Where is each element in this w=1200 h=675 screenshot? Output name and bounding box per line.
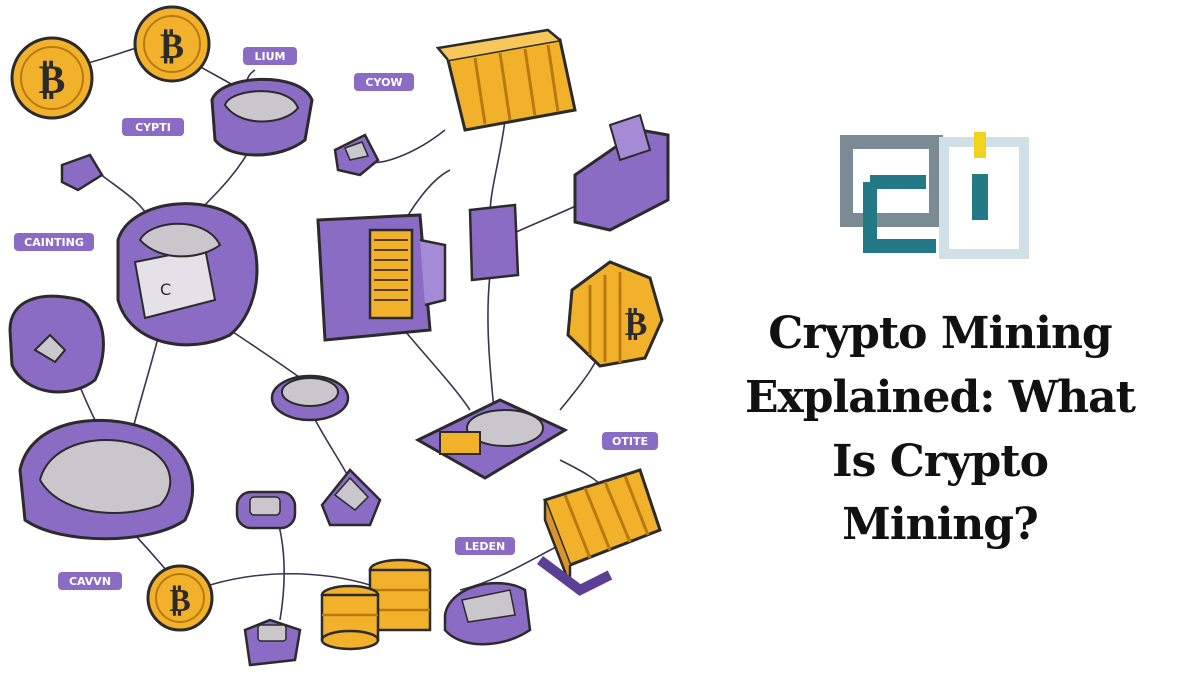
purple-block-icon [573, 113, 670, 232]
svg-text:CYPTI: CYPTI [135, 121, 171, 134]
label-caining: CAINTING [14, 233, 94, 251]
ore-rock-icon [333, 133, 380, 177]
svg-text:OTITE: OTITE [612, 435, 648, 448]
gold-container-icon [435, 28, 577, 132]
title-line-3: Is Crypto [832, 435, 1049, 487]
ei-logo [839, 130, 1030, 260]
ore-rock-icon [443, 581, 532, 646]
svg-text:CAVVN: CAVVN [69, 575, 111, 588]
label-otite: OTITE [602, 432, 658, 450]
gold-coin-stack-icon [320, 558, 432, 651]
svg-text:₿: ₿ [625, 304, 648, 344]
ore-rock-icon [243, 618, 302, 667]
bitcoin-coin-icon: ₿ [10, 36, 94, 120]
svg-text:₿: ₿ [39, 56, 66, 103]
label-cyow: CYOW [354, 73, 414, 91]
title-line-4: Mining? [842, 499, 1039, 551]
gold-mining-rig-icon [537, 468, 662, 596]
label-lium: LIUM [243, 47, 297, 65]
svg-text:LIUM: LIUM [255, 50, 286, 63]
ore-rock-icon: C [116, 202, 259, 347]
ore-rock-icon [60, 153, 104, 192]
ore-rock-icon [320, 468, 382, 527]
title-line-2: Explained: What [744, 371, 1136, 423]
ore-rock-icon [270, 374, 350, 422]
label-ledeni: LEDEN [455, 537, 515, 555]
title-line-1: Crypto Mining [768, 308, 1112, 359]
gold-bitcoin-hexagon-icon: ₿ [566, 260, 664, 368]
bitcoin-coin-icon: ₿ [146, 564, 214, 632]
coin-tray-icon [414, 398, 569, 480]
crypto-mining-illustration: LIUM CYOW CYPTI CAINTING CAVVN LEDEN OTI… [8, 5, 670, 667]
ore-rock-icon [18, 418, 195, 541]
svg-text:₿: ₿ [160, 25, 184, 67]
svg-text:LEDEN: LEDEN [465, 540, 505, 553]
label-cavvn: CAVVN [58, 572, 122, 590]
purple-block-icon [468, 203, 520, 282]
svg-text:₿: ₿ [169, 581, 190, 619]
svg-text:CAINTING: CAINTING [24, 236, 84, 249]
ore-rock-icon [8, 294, 105, 394]
page-title: Crypto Mining Explained: What Is Crypto … [710, 302, 1170, 557]
svg-text:CYOW: CYOW [365, 76, 402, 89]
ore-rock-icon [235, 490, 297, 530]
label-cypti: CYPTI [122, 118, 184, 136]
mining-machine-icon [316, 213, 447, 342]
bitcoin-coin-icon: ₿ [133, 5, 211, 83]
svg-text:C: C [160, 280, 171, 299]
ore-rock-icon [210, 77, 314, 157]
